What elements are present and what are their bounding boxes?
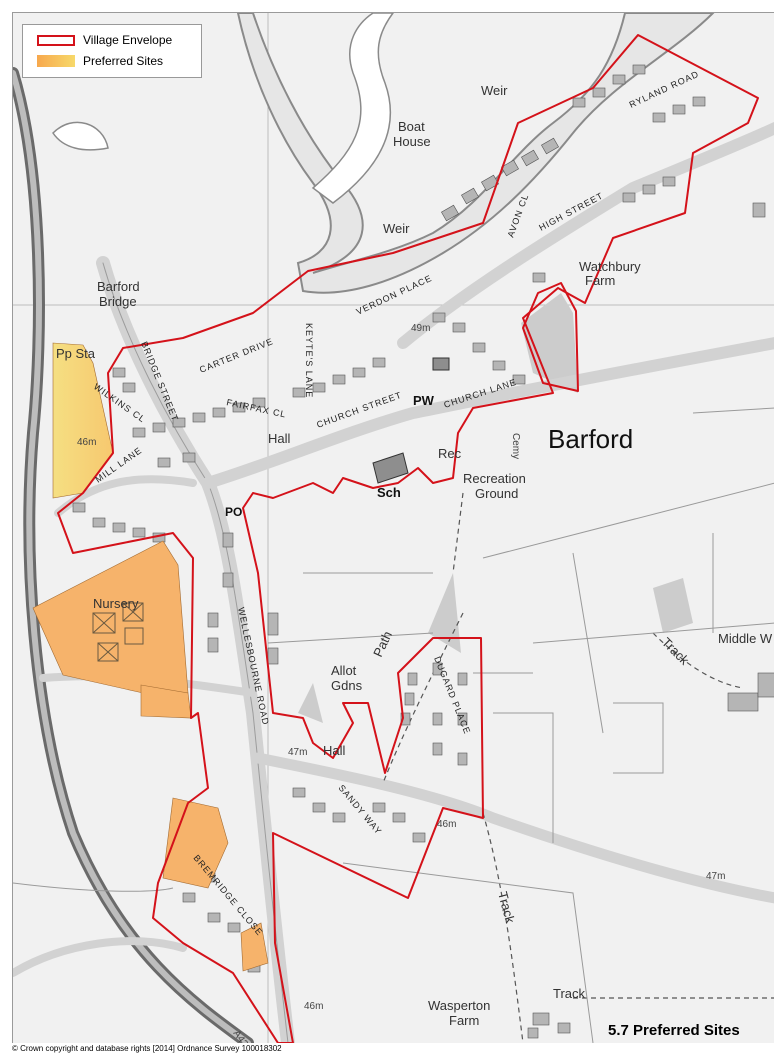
legend-label-preferred-sites: Preferred Sites xyxy=(83,54,164,68)
legend-label-village-envelope: Village Envelope xyxy=(83,33,173,47)
svg-text:Pp Sta: Pp Sta xyxy=(56,346,96,361)
svg-text:Track: Track xyxy=(495,890,518,925)
place-labels: Weir Weir Boat House Barford Bridge Pp S… xyxy=(56,83,773,1043)
map-legend: Village Envelope Preferred Sites xyxy=(22,24,202,78)
svg-text:Wasperton: Wasperton xyxy=(428,998,490,1013)
svg-text:Bridge: Bridge xyxy=(99,294,137,309)
map-canvas: Weir Weir Boat House Barford Bridge Pp S… xyxy=(13,13,774,1043)
church-building xyxy=(432,357,450,371)
village-envelope-north xyxy=(57,34,759,1043)
nursery-glasshouses xyxy=(92,602,144,662)
village-envelope-watchbury xyxy=(522,282,579,392)
svg-text:46m: 46m xyxy=(77,437,96,448)
river-islands xyxy=(52,121,109,151)
river-avon xyxy=(236,13,715,294)
preferred-sites-swatch xyxy=(37,55,75,67)
svg-text:49m: 49m xyxy=(411,323,430,334)
svg-text:46m: 46m xyxy=(304,1001,323,1012)
svg-text:Hall: Hall xyxy=(268,431,291,446)
svg-text:47m: 47m xyxy=(288,747,307,758)
copyright-notice: © Crown copyright and database rights [2… xyxy=(12,1044,282,1053)
svg-text:47m: 47m xyxy=(706,871,725,882)
svg-text:Watchbury: Watchbury xyxy=(579,259,641,274)
svg-text:Middle W: Middle W xyxy=(718,631,773,646)
svg-text:Sch: Sch xyxy=(377,485,401,500)
svg-text:Recreation: Recreation xyxy=(463,471,526,486)
figure-caption: 5.7 Preferred Sites xyxy=(608,1022,740,1039)
svg-text:PO: PO xyxy=(225,505,242,519)
svg-text:RYLAND ROAD: RYLAND ROAD xyxy=(628,69,701,110)
svg-text:Weir: Weir xyxy=(383,221,410,236)
field-boundaries xyxy=(13,407,774,1043)
legend-item-preferred-sites: Preferred Sites xyxy=(37,54,163,68)
svg-text:Ground: Ground xyxy=(475,486,518,501)
svg-text:Barford: Barford xyxy=(97,279,140,294)
svg-text:Gdns: Gdns xyxy=(331,678,363,693)
buildings xyxy=(72,64,774,1039)
svg-text:Farm: Farm xyxy=(449,1013,479,1028)
svg-text:KEYTE'S LANE: KEYTE'S LANE xyxy=(304,323,314,398)
map-grid xyxy=(13,13,774,1043)
map-frame: Weir Weir Boat House Barford Bridge Pp S… xyxy=(12,12,774,1043)
svg-text:Weir: Weir xyxy=(481,83,508,98)
preferred-site-south xyxy=(240,922,269,972)
school-building xyxy=(372,452,409,484)
svg-text:CARTER DRIVE: CARTER DRIVE xyxy=(198,336,275,375)
legend-item-village-envelope: Village Envelope xyxy=(37,33,172,47)
svg-text:House: House xyxy=(393,134,431,149)
svg-text:46m: 46m xyxy=(437,819,456,830)
roads xyxy=(13,67,774,1043)
svg-text:Cemy: Cemy xyxy=(510,433,521,459)
svg-text:Boat: Boat xyxy=(398,119,425,134)
svg-text:Barford: Barford xyxy=(548,424,633,454)
svg-text:Hall: Hall xyxy=(323,743,346,758)
preferred-sites xyxy=(32,342,269,972)
woodland-areas xyxy=(298,293,693,723)
village-envelope-swatch xyxy=(37,34,75,46)
svg-text:Track: Track xyxy=(553,986,586,1001)
river-channel xyxy=(311,13,394,204)
svg-text:Farm: Farm xyxy=(585,273,615,288)
svg-text:Allot: Allot xyxy=(331,663,357,678)
svg-text:Rec: Rec xyxy=(438,446,462,461)
svg-text:PW: PW xyxy=(413,393,435,408)
svg-text:Nursery: Nursery xyxy=(93,596,139,611)
tracks xyxy=(382,492,774,1043)
svg-text:Path: Path xyxy=(370,629,395,660)
